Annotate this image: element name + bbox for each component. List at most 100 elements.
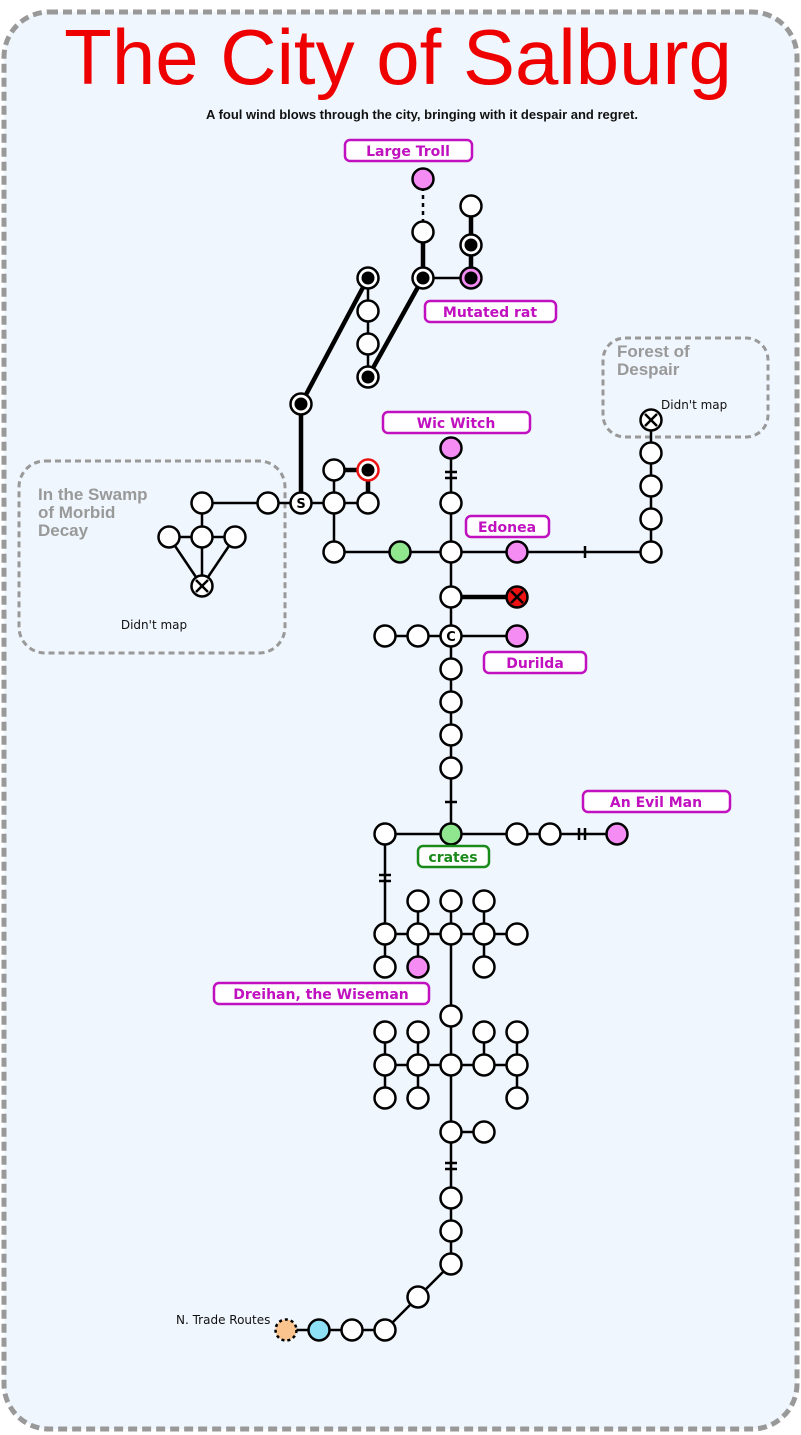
room-node[interactable] [340,1318,364,1342]
room-node[interactable] [373,922,397,946]
region-forest: Forest of Despair Didn't map [601,336,770,439]
label-large-troll[interactable]: Large Troll [343,138,474,163]
room-node[interactable] [439,1252,463,1276]
label-crates[interactable]: crates [416,844,491,869]
room-node[interactable] [439,585,463,609]
door-marker [577,828,587,840]
room-node[interactable] [472,955,496,979]
room-node-npc[interactable] [605,822,629,846]
room-node[interactable] [472,1120,496,1144]
room-node[interactable] [639,507,663,531]
label-edonea-text: Edonea [478,520,536,536]
room-node[interactable] [439,690,463,714]
room-node[interactable] [439,1120,463,1144]
label-wic-witch-text: Wic Witch [417,416,496,432]
room-node-danger[interactable] [505,585,529,609]
room-node[interactable] [322,540,346,564]
room-node[interactable] [373,1053,397,1077]
room-node-dot[interactable] [356,266,380,290]
room-node-npc[interactable] [411,167,435,191]
region-forest-line-1: Forest of [617,342,690,361]
room-node[interactable] [439,889,463,913]
room-node[interactable] [439,1053,463,1077]
room-node-exit[interactable] [274,1318,298,1342]
label-an-evil-man[interactable]: An Evil Man [581,789,732,814]
room-node[interactable] [406,1086,430,1110]
room-node[interactable] [439,1186,463,1210]
room-node[interactable] [439,657,463,681]
room-node-green[interactable] [388,540,412,564]
room-node[interactable] [439,1219,463,1243]
room-node-dot[interactable] [459,233,483,257]
label-dreihan[interactable]: Dreihan, the Wiseman [212,981,431,1006]
label-mutated-rat[interactable]: Mutated rat [423,299,558,324]
room-node[interactable] [639,474,663,498]
room-node-npc[interactable] [505,540,529,564]
label-wic-witch[interactable]: Wic Witch [381,410,532,435]
label-an-evil-man-text: An Evil Man [610,795,702,811]
room-node[interactable] [406,1020,430,1044]
room-node-npc[interactable] [505,624,529,648]
room-node[interactable]: S [289,491,313,515]
map-nodes: SC [157,167,663,1342]
room-node[interactable] [406,889,430,913]
room-node[interactable]: C [439,624,463,648]
room-node[interactable] [439,1004,463,1028]
room-node[interactable] [472,1053,496,1077]
room-node[interactable] [190,491,214,515]
room-node[interactable] [505,1053,529,1077]
room-node-npc[interactable] [439,436,463,460]
room-node[interactable] [411,220,435,244]
room-node-green[interactable] [439,822,463,846]
room-node-x[interactable] [190,574,214,598]
room-node[interactable] [406,1053,430,1077]
room-node[interactable] [439,540,463,564]
map-border [1,9,800,1432]
room-node-reddot[interactable] [356,458,380,482]
room-node-npc[interactable] [406,955,430,979]
room-node[interactable] [356,332,380,356]
room-node[interactable] [639,441,663,465]
room-node[interactable] [439,922,463,946]
room-node[interactable] [505,1020,529,1044]
room-node-dot[interactable] [411,266,435,290]
room-node[interactable] [505,822,529,846]
room-node[interactable] [322,491,346,515]
room-node[interactable] [157,525,181,549]
room-node-dot[interactable] [289,392,313,416]
room-node[interactable] [356,491,380,515]
room-node[interactable] [256,491,280,515]
room-node-dot[interactable] [356,365,380,389]
label-durilda[interactable]: Durilda [482,650,588,675]
npc-labels: Large Troll Mutated rat Wic Witch Edonea… [212,138,732,1006]
room-node-x[interactable] [639,408,663,432]
room-node[interactable] [538,822,562,846]
room-node[interactable] [406,624,430,648]
room-node[interactable] [439,491,463,515]
room-node-npcdot[interactable] [459,266,483,290]
room-node[interactable] [459,194,483,218]
room-node[interactable] [190,525,214,549]
room-node[interactable] [439,756,463,780]
room-node[interactable] [373,624,397,648]
room-node[interactable] [406,1285,430,1309]
room-node[interactable] [373,955,397,979]
room-node[interactable] [373,822,397,846]
room-node[interactable] [639,540,663,564]
room-node[interactable] [505,1086,529,1110]
room-node[interactable] [472,922,496,946]
room-node[interactable] [406,922,430,946]
room-node[interactable] [373,1318,397,1342]
room-node[interactable] [356,299,380,323]
room-node[interactable] [322,458,346,482]
room-node[interactable] [373,1020,397,1044]
room-node[interactable] [505,922,529,946]
room-node[interactable] [439,723,463,747]
room-node[interactable] [373,1086,397,1110]
room-node[interactable] [472,1020,496,1044]
label-edonea[interactable]: Edonea [464,514,551,539]
room-node[interactable] [472,889,496,913]
room-node[interactable] [223,525,247,549]
room-node-start[interactable] [307,1318,331,1342]
